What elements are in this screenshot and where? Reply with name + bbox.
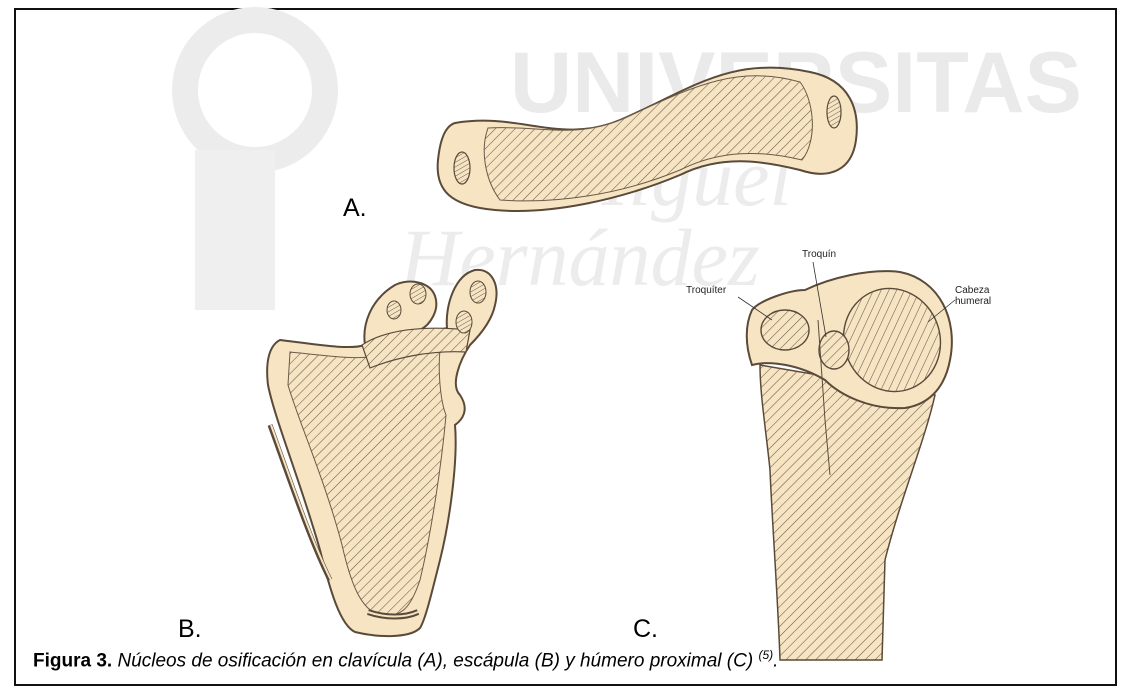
caption-reference: (5) — [758, 648, 773, 662]
panel-label-a: A. — [343, 196, 367, 221]
callout-troquiter: Troquíter — [686, 286, 726, 297]
scapula-drawing — [267, 270, 496, 636]
caption-tail: . — [773, 650, 778, 671]
callout-cabeza-line2: humeral — [955, 297, 991, 308]
humerus-drawing — [738, 262, 955, 660]
callout-troquin: Troquín — [802, 250, 836, 261]
callout-cabeza-line1: Cabeza — [955, 286, 989, 297]
panel-label-b: B. — [178, 617, 202, 642]
figure-caption: Figura 3. Núcleos de osificación en clav… — [33, 648, 1113, 672]
caption-body: Núcleos de osificación en clavícula (A),… — [112, 650, 758, 671]
caption-lead: Figura 3. — [33, 650, 112, 671]
panel-label-c: C. — [633, 617, 658, 642]
